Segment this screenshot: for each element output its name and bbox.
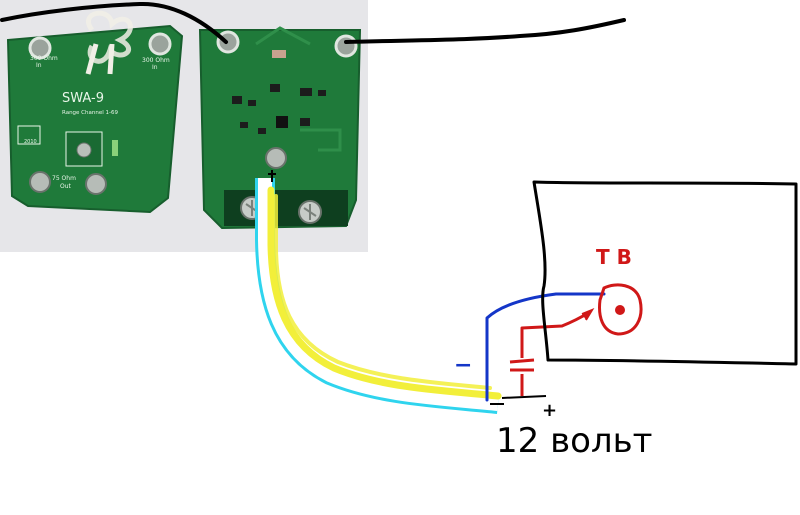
- tv-set: Т В: [532, 180, 798, 366]
- amplifier-photo: 300 Ohm In 300 Ohm In SWA-9 Range Channe…: [0, 0, 368, 252]
- supply-voltage-label: 12 вольт: [496, 421, 653, 461]
- power-wiring: [485, 292, 606, 405]
- output-label: 75 Ohm: [52, 175, 76, 182]
- minus-label: −: [454, 353, 472, 378]
- board-range-label: Range Channel 1-69: [62, 110, 118, 116]
- board-year-label: 2010: [24, 139, 37, 145]
- plus-label: +: [542, 400, 557, 421]
- antenna-wires: [0, 1, 626, 44]
- tv-label: Т В: [596, 245, 632, 269]
- output-sub: Out: [60, 183, 72, 190]
- input-sub-right: In: [152, 64, 158, 71]
- input-label-right: 300 Ohm: [142, 57, 170, 64]
- input-label-left: 300 Ohm: [30, 55, 58, 62]
- pcb-board-back: [198, 26, 362, 230]
- input-sub-left: In: [36, 62, 42, 69]
- pcb-board-front: 300 Ohm In 300 Ohm In SWA-9 Range Channe…: [6, 10, 184, 214]
- coax-cable: [255, 170, 502, 414]
- tv-antenna-socket: [598, 283, 643, 336]
- board-model-label: SWA-9: [62, 91, 104, 106]
